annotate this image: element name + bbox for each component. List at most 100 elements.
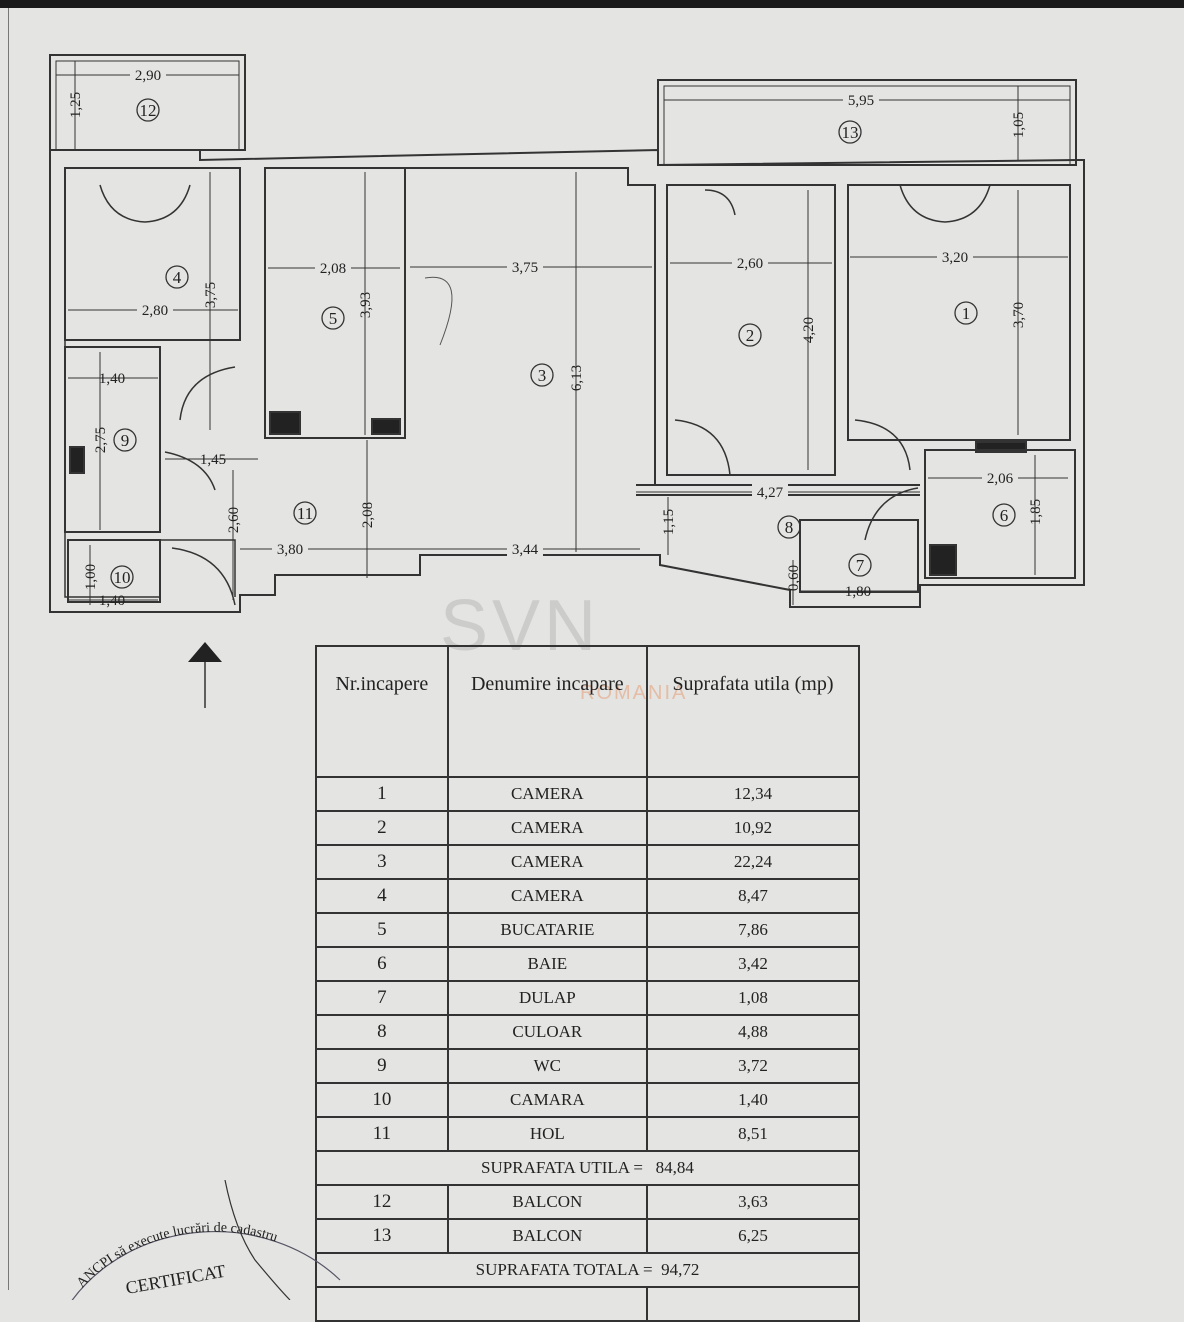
room-5 <box>264 167 406 439</box>
cell-name: BAIE <box>446 946 648 982</box>
cell-area: 12,34 <box>645 776 861 812</box>
cell-name: CAMERA <box>446 776 648 812</box>
dimension-label: 1,85 <box>1028 499 1044 525</box>
room-number: 10 <box>114 568 131 587</box>
dimension-label: 3,44 <box>512 542 539 558</box>
dimension-label: 1,15 <box>661 509 677 535</box>
dimension-label: 1,05 <box>1011 112 1027 138</box>
room-7 <box>799 519 919 593</box>
room-number: 6 <box>1000 506 1009 525</box>
outer-wall <box>49 148 1085 613</box>
dimension-label: 2,06 <box>987 471 1014 487</box>
room-number: 4 <box>173 268 182 287</box>
room-4 <box>64 167 241 341</box>
room-3 <box>405 167 656 485</box>
dimension-label: 6,13 <box>569 365 585 391</box>
header-room-name: Denumire incapare <box>446 645 648 778</box>
room-9 <box>64 346 161 533</box>
dimension-label: 2,75 <box>93 427 109 453</box>
dimension-label: 1,00 <box>83 564 99 590</box>
table-header: Nr.incapere Denumire incapare Suprafata … <box>315 645 861 778</box>
dimension-label: 2,80 <box>142 303 168 319</box>
table-row-cut <box>315 1286 861 1322</box>
room-6 <box>924 449 1076 579</box>
useful-area-total: SUPRAFATA UTILA = 84,84 <box>315 1150 860 1186</box>
cell-name: DULAP <box>446 980 648 1016</box>
cell-area: 8,47 <box>645 878 861 914</box>
room-10 <box>67 539 161 603</box>
cell-name: BUCATARIE <box>446 912 648 948</box>
cell-nr: 10 <box>315 1082 449 1118</box>
cell-name: BALCON <box>446 1184 648 1220</box>
dimension-label: 2,60 <box>737 256 763 272</box>
room-number: 3 <box>538 366 547 385</box>
cell-area: 1,08 <box>645 980 861 1016</box>
cell-nr: 6 <box>315 946 449 982</box>
paper-edge <box>8 8 9 1290</box>
dimension-label: 2,60 <box>226 507 242 533</box>
dimension-label: 0,60 <box>786 565 802 591</box>
cell-area: 3,63 <box>645 1184 861 1220</box>
dimension-label: 1,40 <box>99 371 125 387</box>
room-1 <box>847 184 1071 441</box>
cell-nr: 13 <box>315 1218 449 1254</box>
cell-name: CAMERA <box>446 844 648 880</box>
dimension-label: 2,08 <box>320 261 346 277</box>
cell-area: 4,88 <box>645 1014 861 1050</box>
cell-area: 8,51 <box>645 1116 861 1152</box>
dimension-label: 1,45 <box>200 452 226 468</box>
cell-nr: 4 <box>315 878 449 914</box>
room-number: 7 <box>856 556 865 575</box>
room-number-circles <box>110 98 1016 589</box>
grand-total: SUPRAFATA TOTALA = 94,72 <box>315 1252 860 1288</box>
cell-nr: 11 <box>315 1116 449 1152</box>
room-number: 1 <box>962 304 971 323</box>
dimension-label: 4,27 <box>757 485 784 501</box>
dimension-label: 1,25 <box>68 92 84 118</box>
dimension-label: 3,20 <box>942 250 968 266</box>
cell-name: WC <box>446 1048 648 1084</box>
cell-area: 3,42 <box>645 946 861 982</box>
dimension-label: 5,95 <box>848 93 874 109</box>
dimension-label: 3,93 <box>358 292 374 318</box>
cell-nr: 9 <box>315 1048 449 1084</box>
room-number: 13 <box>842 123 859 142</box>
room-number: 12 <box>140 101 157 120</box>
cell-name: CAMERA <box>446 810 648 846</box>
cell-area: 10,92 <box>645 810 861 846</box>
top-bar <box>0 0 1184 8</box>
cell-nr: 8 <box>315 1014 449 1050</box>
grand-total-row: SUPRAFATA TOTALA = 94,72 <box>315 1252 860 1288</box>
dimension-label: 3,75 <box>203 282 219 308</box>
cell-name: CULOAR <box>446 1014 648 1050</box>
floor-plan: 1 2 3 4 5 6 7 8 9 10 11 12 13 2,90 1,25 … <box>49 54 1085 708</box>
cell-nr: 5 <box>315 912 449 948</box>
dimension-label: 1,40 <box>99 593 125 609</box>
cell-nr: 7 <box>315 980 449 1016</box>
dimension-label: 3,70 <box>1011 302 1027 328</box>
cell-name: HOL <box>446 1116 648 1152</box>
useful-area-total-row: SUPRAFATA UTILA = 84,84 <box>315 1150 860 1186</box>
header-room-number: Nr.incapere <box>315 645 449 778</box>
cell-area: 22,24 <box>645 844 861 880</box>
dimension-label: 3,80 <box>277 542 303 558</box>
room-number: 5 <box>329 309 338 328</box>
room-number: 2 <box>746 326 755 345</box>
cell-area: 3,72 <box>645 1048 861 1084</box>
cell-area: 7,86 <box>645 912 861 948</box>
cell-nr: 3 <box>315 844 449 880</box>
dimension-label: 1,80 <box>845 584 871 600</box>
room-number: 11 <box>297 504 313 523</box>
